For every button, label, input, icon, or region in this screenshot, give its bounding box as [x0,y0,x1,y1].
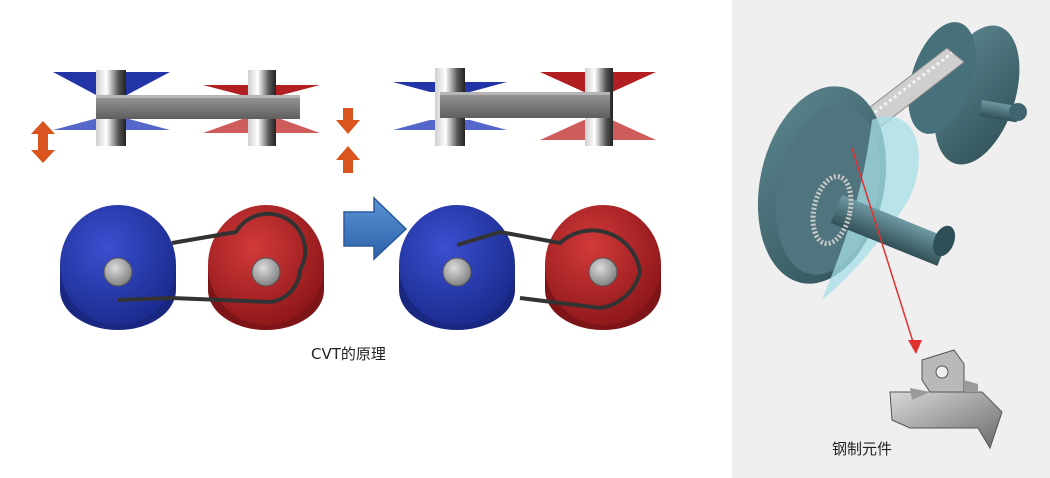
cvt-principle-caption: CVT的原理 [311,345,386,363]
side-view-before [53,70,320,146]
belt-loop [171,211,308,305]
belt-side [440,92,610,118]
cvt-gearbox-panel: 钢制元件 [732,0,1050,478]
driven-hub [588,257,618,287]
up-arrow-icon [336,146,360,173]
down-arrow-icon [336,108,360,134]
belt-loop [499,228,643,311]
gearbox-illustration [757,22,1027,450]
drive-hub [442,257,472,287]
front-view-after [399,205,661,330]
side-view-after [393,68,656,146]
steel-element-icon [889,349,1003,450]
steel-element-caption: 钢制元件 [832,440,893,458]
belt-side [96,95,300,119]
callout-arrowhead-icon [908,340,922,354]
cvt-diagram-canvas [31,68,661,330]
cvt-principle-diagram: CVT的原理 [31,68,661,363]
drive-hub [103,257,133,287]
callout-line [851,147,915,346]
transition-arrow-icon [343,196,408,261]
front-view-before [60,205,324,330]
double-headed-arrow-icon [31,121,55,163]
driven-hub [251,257,281,287]
